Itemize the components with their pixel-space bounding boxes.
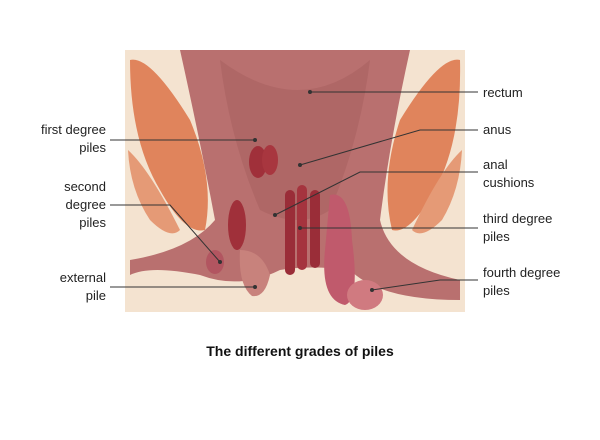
leader-dot [298, 163, 302, 167]
leader-line-fourth-degree [371, 279, 478, 291]
left-muscle [130, 59, 208, 231]
label-rectum: rectum [483, 84, 523, 102]
leader-dots [218, 90, 374, 292]
label-text: external [59, 270, 106, 285]
label-text: piles [79, 140, 106, 155]
leader-dot [273, 213, 277, 217]
label-text: anus [483, 122, 512, 137]
label-text: first degree [40, 122, 106, 137]
leader-dot [308, 90, 312, 94]
left-muscle-lower [128, 150, 180, 234]
label-text: piles [483, 229, 510, 244]
label-text: second [64, 179, 106, 194]
label-fourth-degree: fourth degree piles [483, 264, 560, 300]
label-first-degree: first degree piles [41, 121, 106, 157]
label-second-degree: second degree piles [64, 178, 106, 232]
first-degree-pile [249, 146, 267, 178]
first-degree-pile [262, 145, 278, 175]
external-pile [239, 250, 270, 297]
label-text: rectum [483, 85, 523, 100]
leader-dot [253, 138, 257, 142]
fourth-degree-pile [324, 194, 355, 305]
leader-line-second-degree [110, 204, 221, 263]
label-anal-cushions: anal cushions [483, 156, 534, 192]
leader-dot [370, 288, 374, 292]
label-text: piles [483, 283, 510, 298]
label-text: piles [79, 215, 106, 230]
right-muscle-lower [412, 150, 462, 234]
fourth-degree-pile-lobe [347, 280, 383, 310]
figure-caption: The different grades of piles [206, 343, 394, 359]
label-text: cushions [483, 175, 535, 190]
label-text: anal [483, 157, 508, 172]
third-degree-pile [285, 190, 295, 275]
second-degree-pile-lobe [206, 250, 224, 274]
leader-dot [218, 260, 222, 264]
third-degree-pile [310, 190, 320, 268]
leader-line-anus [299, 129, 478, 166]
label-third-degree: third degree piles [483, 210, 552, 246]
second-degree-pile [228, 200, 246, 250]
anal-canal-shading [220, 60, 370, 220]
label-external-pile: external pile [60, 269, 106, 305]
label-text: fourth degree [483, 265, 561, 280]
right-muscle [387, 59, 461, 231]
leader-dot [298, 226, 302, 230]
label-anus: anus [483, 121, 511, 139]
leader-line-anal-cushions [274, 171, 478, 216]
leader-lines [110, 91, 478, 291]
label-text: pile [85, 288, 106, 303]
label-text: degree [65, 197, 106, 212]
label-text: third degree [483, 211, 553, 226]
leader-dot [253, 285, 257, 289]
